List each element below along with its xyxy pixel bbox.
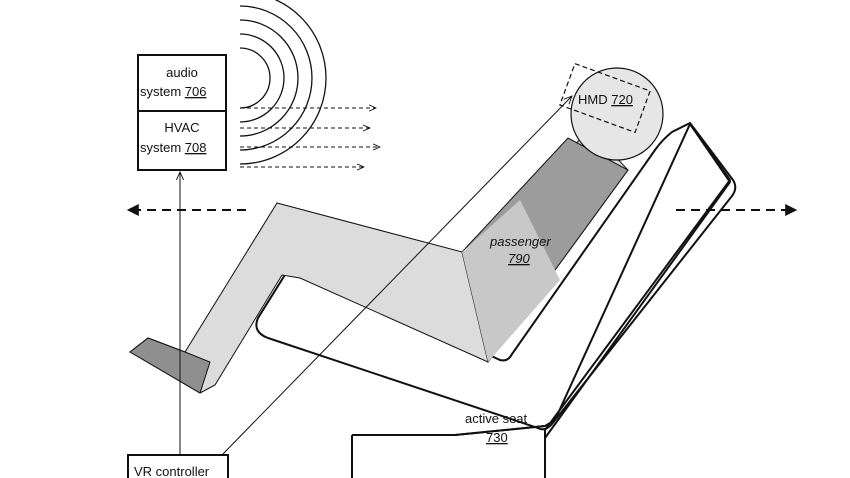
hvac-system-label: system 708 xyxy=(140,140,207,155)
hvac-label: HVAC xyxy=(164,120,199,135)
seat-inner-outline xyxy=(255,121,737,431)
passenger-shin-shadow xyxy=(129,337,211,394)
vr-controller-box xyxy=(127,454,229,478)
vr-controller-label: VR controller xyxy=(134,464,210,478)
sound-wave-icon xyxy=(239,0,327,165)
active-seat-frame xyxy=(544,123,731,439)
airflow-arrows xyxy=(240,108,380,167)
hmd-ref: 720 xyxy=(611,92,633,107)
audio-system-label: system 706 xyxy=(140,84,207,99)
audio-ref: 706 xyxy=(185,84,207,99)
audio-label: audio xyxy=(166,65,198,80)
active-seat-ref: 730 xyxy=(486,430,508,445)
passenger-head xyxy=(570,67,664,161)
passenger-torso-highlight xyxy=(462,200,560,362)
hmd-label: HMD 720 xyxy=(578,92,633,107)
audio-hvac-box xyxy=(137,54,227,171)
active-seat-label: active seat xyxy=(465,411,528,426)
active-seat-outline xyxy=(352,425,546,436)
controller-to-hmd-line xyxy=(221,96,572,456)
passenger-ref: 790 xyxy=(508,251,530,266)
passenger-label: passenger xyxy=(489,234,551,249)
hvac-ref: 708 xyxy=(185,140,207,155)
